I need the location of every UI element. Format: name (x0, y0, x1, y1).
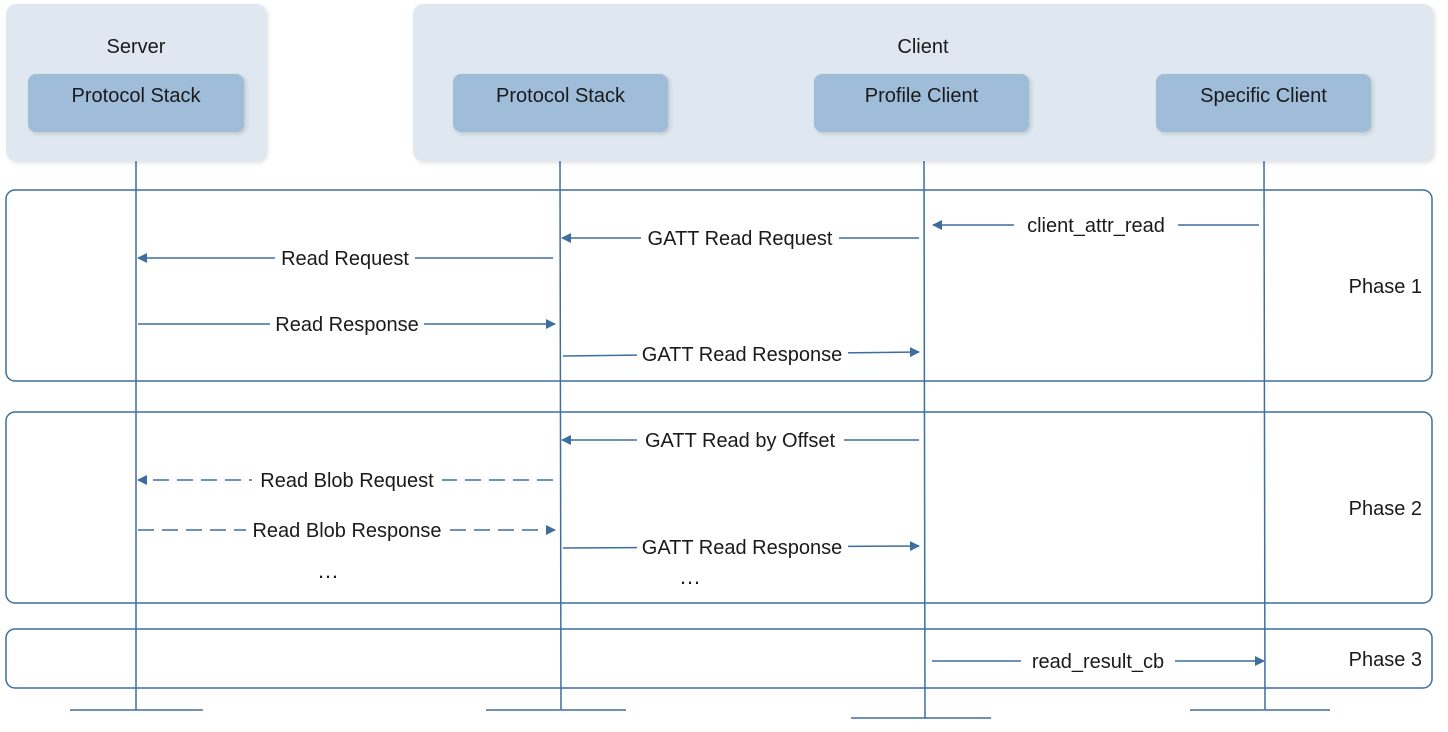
message-label: client_attr_read (1027, 215, 1165, 237)
message-label: read_result_cb (1032, 651, 1164, 673)
lifeline-specific-client (1263, 160, 1266, 711)
phase-1-label: Phase 1 (1349, 276, 1422, 298)
message-read-request: Read Request (137, 245, 553, 271)
message-label: GATT Read Request (648, 228, 833, 250)
phase-1-frame (5, 189, 1433, 382)
message-label: Read Blob Request (260, 470, 434, 492)
message-read-response: Read Response (138, 311, 556, 337)
message-client-attr-read: client_attr_read (932, 212, 1259, 238)
ellipsis-client-side: … (679, 564, 701, 589)
lane-client-protocol-stack: Protocol Stack (453, 74, 668, 132)
message-gatt-read-response-1: GATT Read Response (562, 341, 920, 367)
message-gatt-read-response-2: GATT Read Response (562, 534, 920, 560)
message-read-result-cb: read_result_cb (932, 648, 1265, 674)
message-label: GATT Read Response (642, 344, 842, 366)
client-group-title: Client (897, 36, 949, 58)
message-label: Read Request (281, 248, 409, 270)
lifeline-profile-client (923, 160, 926, 719)
lane-profile-client: Profile Client (814, 74, 1029, 132)
message-gatt-read-request: GATT Read Request (561, 225, 919, 251)
lane-specific-client: Specific Client (1156, 74, 1371, 132)
message-label: Read Blob Response (252, 520, 441, 542)
message-gatt-read-by-offset: GATT Read by Offset (561, 427, 919, 453)
lifeline-client-protocol-stack (559, 160, 562, 711)
message-label: GATT Read by Offset (645, 430, 836, 452)
message-read-blob-request: Read Blob Request (137, 467, 553, 493)
phase-2-frame (5, 411, 1433, 604)
server-group-title: Server (106, 36, 166, 58)
phase-3-frame (5, 628, 1433, 689)
phase-3-label: Phase 3 (1349, 649, 1422, 671)
phase-2-label: Phase 2 (1349, 498, 1422, 520)
message-label: GATT Read Response (642, 537, 842, 559)
ellipsis-server-side: … (317, 558, 339, 583)
message-label: Read Response (275, 314, 418, 336)
message-read-blob-response: Read Blob Response (138, 517, 556, 543)
lane-server-protocol-stack: Protocol Stack (28, 74, 244, 132)
